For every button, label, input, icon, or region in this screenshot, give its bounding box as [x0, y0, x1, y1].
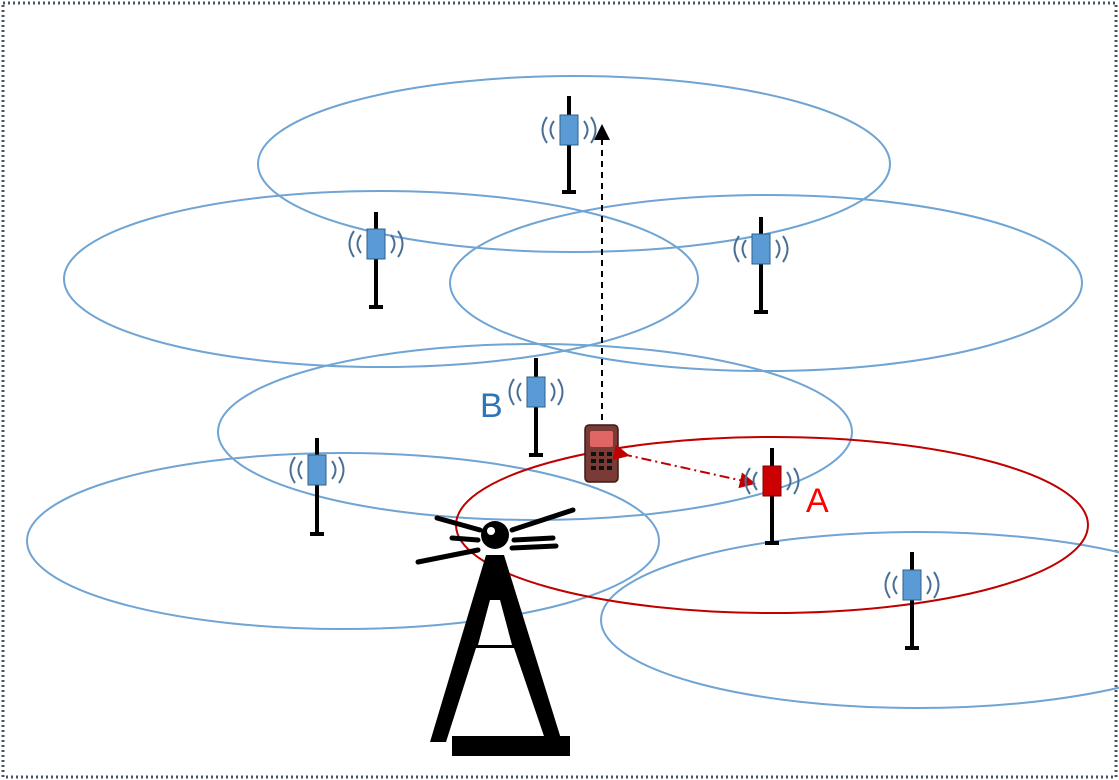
relay-node-icon-a — [744, 448, 800, 545]
coverage-area — [257, 75, 891, 253]
coverage-area — [600, 531, 1119, 709]
mobile-phone-icon — [584, 424, 619, 483]
relay-node-icon — [508, 358, 564, 457]
node-label-b: B — [480, 387, 503, 425]
coverage-area — [26, 452, 660, 630]
node-label-a: A — [806, 482, 829, 520]
relay-node-icon — [884, 552, 940, 650]
coverage-areas — [26, 75, 1119, 709]
connection-link-to-node-a — [612, 444, 756, 489]
cell-tower-icon — [415, 507, 576, 756]
coverage-area — [63, 190, 699, 368]
relay-nodes — [289, 96, 940, 650]
relay-node-icon — [541, 96, 597, 194]
relay-node-icon — [348, 212, 404, 309]
relay-node-icon — [289, 438, 345, 536]
relay-node-icon — [733, 217, 789, 314]
